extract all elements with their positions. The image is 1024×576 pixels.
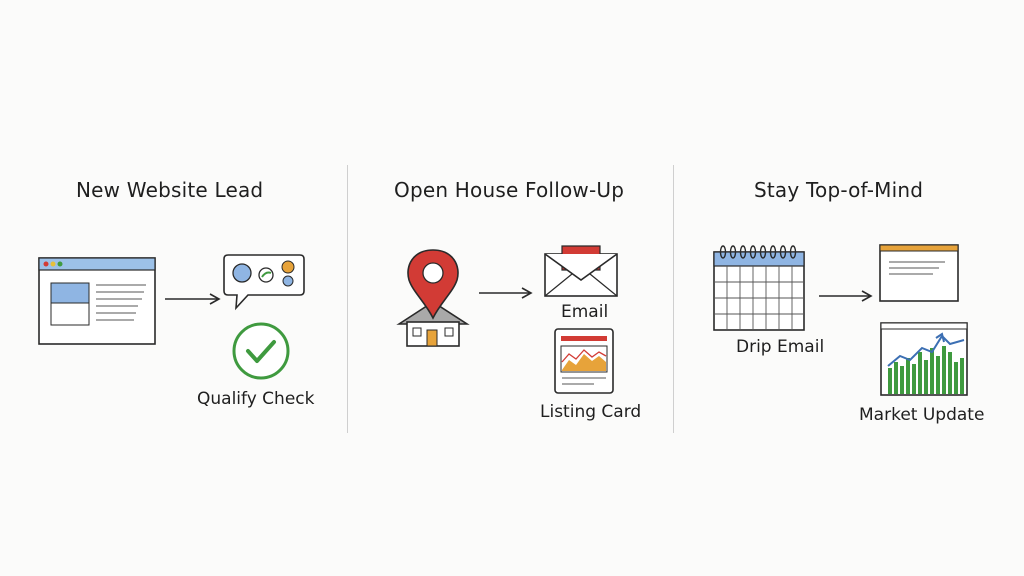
drip-email-label: Drip Email [736,337,825,357]
market-chart-icon [880,322,968,400]
listing-card-icon [554,328,614,398]
section-title: New Website Lead [76,178,264,202]
browser-window-icon [38,257,156,349]
listing-card-label: Listing Card [540,402,642,422]
section-title: Stay Top-of-Mind [754,178,924,202]
newsletter-icon [879,244,959,306]
map-pin-house-icon [395,248,471,354]
calendar-icon [713,244,805,336]
chat-bubble-icon [222,253,306,315]
arrow-right-icon [478,285,534,304]
section-divider-2 [673,165,674,433]
email-label: Email [561,302,609,322]
section-title: Open House Follow-Up [394,178,625,202]
arrow-right-icon [818,288,874,307]
qualify-check-label: Qualify Check [197,389,315,409]
check-circle-icon [230,322,292,384]
envelope-icon [544,240,618,302]
section-divider-1 [347,165,348,433]
market-update-label: Market Update [859,405,985,425]
arrow-right-icon [164,291,222,310]
